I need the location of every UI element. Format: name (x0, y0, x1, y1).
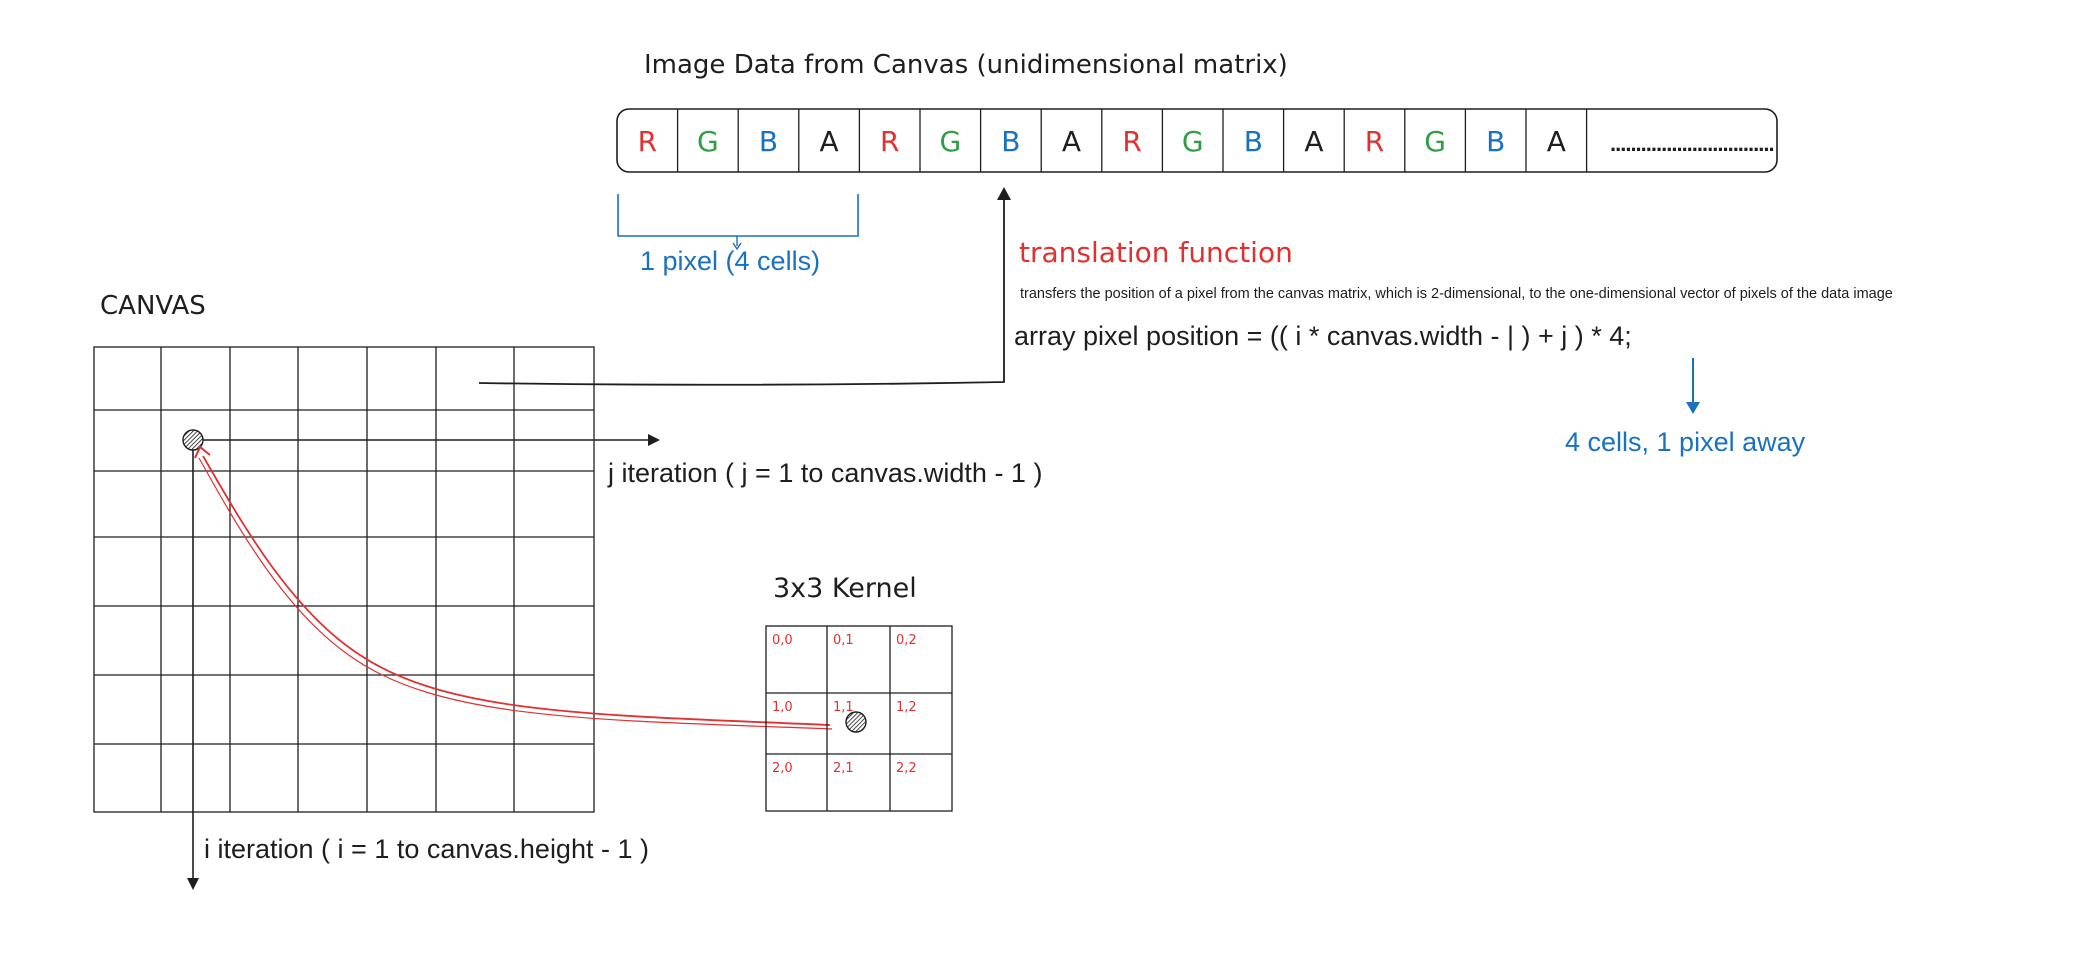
array-cell-b: B (1001, 125, 1020, 158)
kernel-cell-label: 2,1 (833, 761, 854, 776)
array-cell-b: B (1244, 125, 1263, 158)
j-iteration-label: j iteration ( j = 1 to canvas.width - 1 … (607, 458, 1042, 488)
kernel-cell-label: 2,2 (896, 761, 917, 776)
canvas-title: CANVAS (100, 291, 206, 321)
kernel-cell-label: 0,0 (772, 633, 793, 648)
pixel-bracket (617, 194, 859, 237)
image-data-title: Image Data from Canvas (unidimensional m… (644, 50, 1288, 80)
kernel-mapping-arrow (202, 455, 831, 726)
translation-description: transfers the position of a pixel from t… (1020, 286, 1893, 302)
array-cell-b: B (1486, 125, 1505, 158)
array-cell-r: R (880, 125, 899, 158)
array-cell-g: G (1424, 125, 1446, 158)
translation-title: translation function (1019, 236, 1293, 269)
kernel-cell-label: 1,2 (896, 700, 917, 715)
array-cell-a: A (1062, 125, 1081, 158)
i-iteration-label: i iteration ( i = 1 to canvas.height - 1… (204, 834, 649, 864)
array-cell-b: B (759, 125, 778, 158)
i-iteration-arrow-head (187, 878, 199, 890)
array-dividers (676, 109, 1588, 172)
canvas-pixel-marker (182, 429, 204, 451)
array-cell-a: A (1304, 125, 1323, 158)
offset-arrow-head (1686, 402, 1700, 414)
array-cell-r: R (638, 125, 657, 158)
kernel-cell-label: 1,1 (833, 700, 854, 715)
translation-connector (478, 192, 1005, 386)
kernel-grid (765, 625, 953, 812)
array-cell-g: G (1182, 125, 1204, 158)
kernel-cell-label: 2,0 (772, 761, 793, 776)
array-cell-g: G (939, 125, 961, 158)
kernel-mapping-arrow-2 (198, 457, 833, 730)
canvas-grid (93, 346, 595, 813)
translation-connector-head (997, 187, 1011, 200)
kernel-title: 3x3 Kernel (773, 573, 917, 604)
array-cell-a: A (820, 125, 839, 158)
translation-formula: array pixel position = (( i * canvas.wid… (1014, 321, 1632, 351)
offset-note: 4 cells, 1 pixel away (1565, 427, 1806, 457)
array-cell-r: R (1122, 125, 1141, 158)
pixel-bracket-tick-head (732, 242, 742, 251)
kernel-cell-label: 0,1 (833, 633, 854, 648)
image-data-array (616, 108, 1778, 173)
kernel-cell-label: 0,2 (896, 633, 917, 648)
array-ellipsis: ................................ (1610, 131, 1774, 156)
array-cell-r: R (1365, 125, 1384, 158)
kernel-cell-label: 1,0 (772, 700, 793, 715)
pixel-group-label: 1 pixel (4 cells) (640, 246, 820, 276)
j-iteration-arrow-head (648, 434, 660, 446)
kernel-center-marker (845, 711, 867, 733)
array-cell-g: G (697, 125, 719, 158)
kernel-mapping-arrow-head (194, 445, 211, 459)
array-cell-a: A (1547, 125, 1566, 158)
kernel-labels: 0,0 0,1 0,2 1,0 1,1 1,2 2,0 2,1 2,2 (772, 633, 917, 776)
